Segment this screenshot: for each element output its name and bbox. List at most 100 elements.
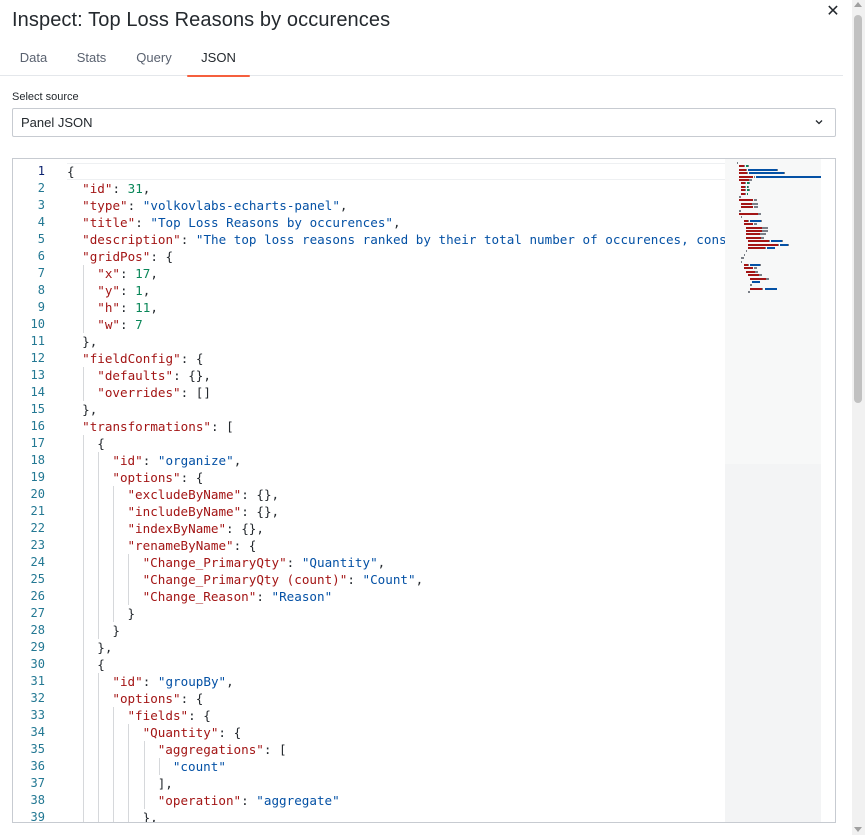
line-number: 26 bbox=[30, 589, 45, 603]
line-number: 33 bbox=[30, 708, 45, 722]
indent-guide bbox=[83, 384, 85, 401]
indent-guide bbox=[98, 588, 100, 605]
minimap-token bbox=[749, 179, 753, 181]
indent-guide bbox=[98, 690, 100, 707]
indent-guide bbox=[143, 758, 145, 775]
indent-guide bbox=[83, 690, 85, 707]
minimap-token bbox=[737, 162, 739, 164]
minimap-token bbox=[748, 243, 778, 246]
minimap[interactable] bbox=[725, 159, 821, 822]
minimap-token bbox=[748, 264, 750, 266]
minimap-token bbox=[779, 243, 788, 246]
minimap-token bbox=[741, 206, 754, 209]
minimap-token bbox=[745, 168, 747, 171]
code-line: "h": 11, bbox=[97, 300, 158, 315]
tab-query[interactable]: Query bbox=[136, 50, 172, 65]
minimap-token bbox=[768, 240, 770, 243]
minimap-token bbox=[743, 165, 745, 168]
indent-guide bbox=[98, 758, 100, 775]
code-line: }, bbox=[142, 810, 158, 822]
tab-stats[interactable]: Stats bbox=[76, 50, 107, 65]
minimap-token bbox=[746, 172, 748, 175]
line-number: 8 bbox=[37, 283, 45, 297]
line-number: 15 bbox=[30, 402, 45, 416]
indent-guide bbox=[128, 741, 130, 758]
minimap-token bbox=[741, 189, 745, 192]
minimap-token bbox=[743, 267, 754, 270]
code-line: "fieldConfig": { bbox=[82, 351, 204, 366]
minimap-token bbox=[753, 175, 755, 178]
minimap-token bbox=[749, 189, 751, 192]
minimap-token bbox=[784, 172, 786, 175]
indent-guide bbox=[113, 775, 115, 792]
minimap-token bbox=[741, 185, 745, 188]
indent-guide bbox=[113, 724, 115, 741]
drawer-scrollbar-thumb[interactable] bbox=[854, 15, 862, 403]
minimap-token bbox=[739, 199, 754, 202]
minimap-viewport[interactable] bbox=[725, 159, 821, 464]
line-number: 24 bbox=[30, 555, 45, 569]
minimap-token bbox=[762, 230, 768, 232]
scroll-up-arrow-icon[interactable] bbox=[854, 2, 862, 7]
code-line: "gridPos": { bbox=[82, 249, 174, 264]
code-line: "fields": { bbox=[127, 708, 211, 723]
chevron-down-icon bbox=[815, 120, 823, 125]
minimap-token bbox=[745, 226, 763, 229]
indent-guide bbox=[113, 554, 115, 571]
minimap-token bbox=[744, 192, 746, 195]
minimap-token bbox=[739, 209, 742, 212]
minimap-token bbox=[753, 206, 758, 209]
code-line: "id": 31, bbox=[82, 181, 151, 196]
select-source-label: Select source bbox=[12, 91, 79, 103]
scroll-down-arrow-icon[interactable] bbox=[854, 827, 862, 832]
code-line: }, bbox=[82, 402, 98, 417]
code-line: "id": "organize", bbox=[112, 453, 242, 468]
minimap-token bbox=[746, 189, 750, 192]
indent-guide bbox=[128, 809, 130, 822]
minimap-token bbox=[739, 196, 742, 198]
line-number: 31 bbox=[30, 674, 45, 688]
indent-guide bbox=[143, 741, 145, 758]
minimap-token bbox=[745, 250, 747, 253]
source-select[interactable]: Panel JSON bbox=[12, 108, 836, 137]
minimap-token bbox=[748, 247, 765, 249]
indent-guide bbox=[98, 503, 100, 520]
minimap-token bbox=[745, 233, 761, 236]
code-line: "indexByName": {}, bbox=[127, 521, 264, 536]
minimap-token bbox=[760, 264, 762, 266]
minimap-token bbox=[748, 165, 750, 168]
line-number: 27 bbox=[30, 606, 45, 620]
source-select-value: Panel JSON bbox=[21, 115, 93, 130]
indent-guide bbox=[83, 724, 85, 741]
indent-guide bbox=[143, 792, 145, 809]
code-line: "Change_Reason": "Reason" bbox=[142, 589, 333, 604]
indent-guide bbox=[113, 758, 115, 775]
indent-guide bbox=[113, 605, 115, 622]
indent-guide bbox=[128, 758, 130, 775]
line-number: 25 bbox=[30, 572, 45, 586]
line-number: 3 bbox=[37, 198, 45, 212]
indent-guide bbox=[128, 554, 130, 571]
indent-guide bbox=[98, 741, 100, 758]
indent-guide bbox=[83, 622, 85, 639]
indent-guide bbox=[158, 758, 160, 775]
minimap-token bbox=[750, 264, 761, 266]
code-area[interactable]: {"id": 31,"type": "volkovlabs-echarts-pa… bbox=[67, 159, 725, 822]
minimap-token bbox=[748, 274, 759, 277]
indent-guide bbox=[98, 537, 100, 554]
minimap-token bbox=[741, 182, 745, 185]
indent-guide bbox=[83, 520, 85, 537]
close-icon[interactable]: ✕ bbox=[826, 3, 840, 20]
minimap-token bbox=[765, 277, 769, 280]
minimap-token bbox=[745, 230, 763, 232]
line-number: 37 bbox=[30, 776, 45, 790]
code-line: "aggregations": [ bbox=[157, 742, 287, 757]
minimap-token bbox=[759, 274, 763, 277]
indent-guide bbox=[98, 809, 100, 822]
tab-json[interactable]: JSON bbox=[187, 40, 250, 77]
minimap-token bbox=[739, 175, 754, 178]
code-line: "options": { bbox=[112, 470, 204, 485]
tab-data[interactable]: Data bbox=[19, 50, 48, 65]
